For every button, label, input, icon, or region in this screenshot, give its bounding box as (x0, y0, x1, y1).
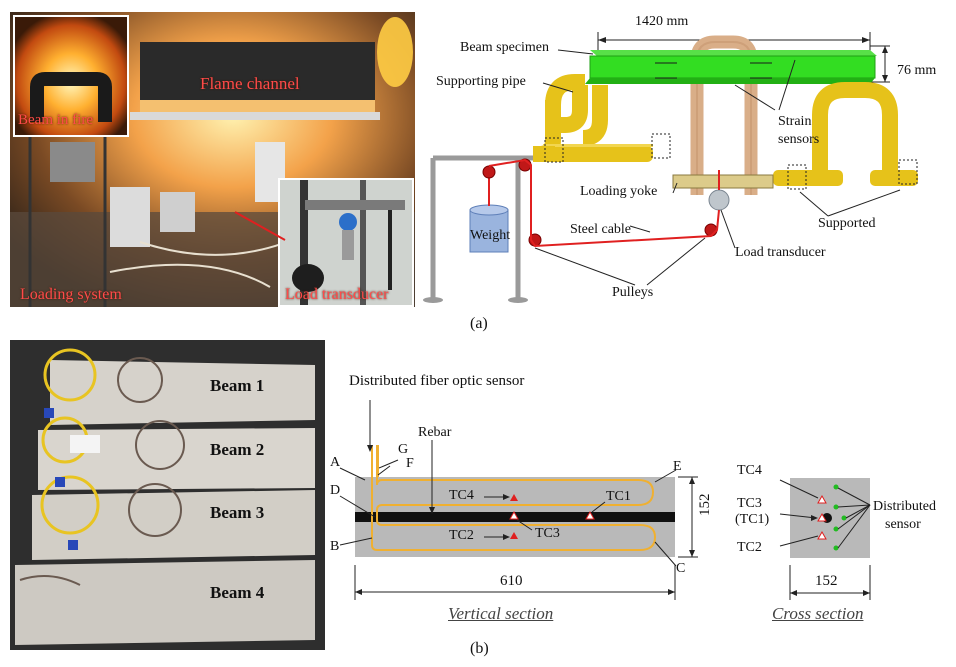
pulleys-label: Pulleys (612, 285, 654, 300)
flame-channel-label: Flame channel (200, 74, 300, 93)
load-transducer-inset (278, 178, 414, 307)
beam-1-label: Beam 1 (210, 376, 265, 395)
steel-cable-label: Steel cable (570, 222, 632, 237)
tc4-vertical-label: TC4 (449, 488, 474, 503)
beam-4-label: Beam 4 (210, 583, 265, 602)
tc3-vertical-label: TC3 (535, 526, 560, 541)
furnace-photo: Beam in fire Flame channel Loading syste… (10, 12, 415, 307)
cross-section-title: Cross section (772, 604, 864, 623)
dim-height-label: 76 mm (897, 63, 937, 78)
tc1-vertical-label: TC1 (606, 489, 631, 504)
cross-section-diagram (779, 478, 871, 600)
point-f-label: F (406, 456, 414, 471)
rebar-label: Rebar (418, 425, 452, 440)
weight-label: Weight (470, 228, 511, 243)
point-b-label: B (330, 539, 340, 554)
tc1-cross-label: (TC1) (735, 512, 770, 527)
beam-in-fire-label: Beam in fire (18, 112, 93, 128)
distributed-label-2: sensor (885, 517, 921, 532)
tc2-vertical-label: TC2 (449, 528, 474, 543)
point-g-label: G (398, 442, 409, 457)
height-152-label: 152 (697, 493, 713, 517)
panel-b-tag: (b) (470, 640, 489, 657)
load-transducer-label: Load transducer (285, 286, 389, 303)
tc2-cross-label: TC2 (737, 540, 762, 555)
test-setup-schematic (423, 32, 918, 303)
vertical-section-title: Vertical section (448, 604, 554, 623)
tc4-cross-label: TC4 (737, 463, 762, 478)
beam-3-label: Beam 3 (210, 503, 265, 522)
point-c-label: C (676, 561, 686, 576)
strain-sensors-label-2: sensors (778, 132, 820, 147)
point-d-label: D (330, 483, 341, 498)
load-transducer-schematic-label: Load transducer (735, 245, 826, 260)
width-610-label: 610 (500, 573, 523, 589)
schematic-leaders (534, 49, 901, 286)
beam-in-fire-inset (13, 15, 129, 137)
distributed-label-1: Distributed (873, 499, 936, 514)
supporting-pipe-label: Supporting pipe (436, 74, 526, 89)
dim-length-label: 1420 mm (635, 14, 689, 29)
panel-a-tag: (a) (470, 315, 488, 332)
supported-label: Supported (818, 216, 876, 231)
vertical-section-diagram (339, 400, 698, 600)
beams-photo: Beam 1 Beam 2 Beam 3 Beam 4 (10, 340, 325, 650)
tc3-cross-label: TC3 (737, 496, 762, 511)
strain-sensors-label-1: Strain (778, 114, 812, 129)
point-a-label: A (330, 455, 341, 470)
beam-2-label: Beam 2 (210, 440, 265, 459)
fiber-sensor-label: Distributed fiber optic sensor (349, 373, 525, 389)
point-e-label: E (673, 459, 682, 474)
cross-width-label: 152 (815, 573, 838, 589)
loading-system-label: Loading system (20, 286, 122, 303)
loading-yoke-label: Loading yoke (580, 184, 658, 199)
beam-specimen-label: Beam specimen (460, 40, 550, 55)
